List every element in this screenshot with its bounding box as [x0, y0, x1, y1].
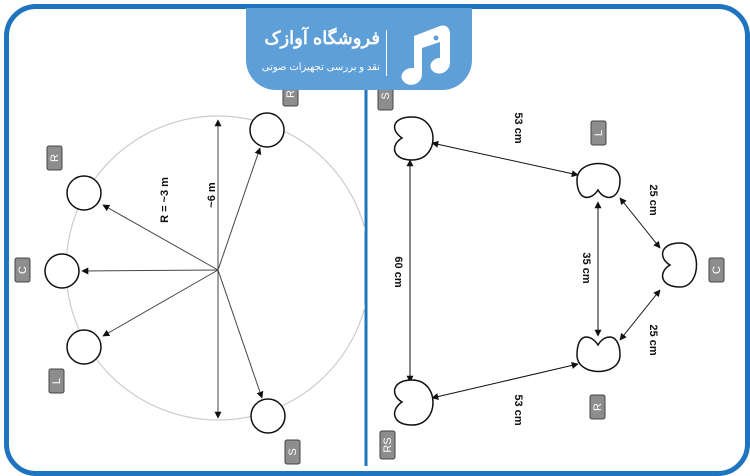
speaker-label: C — [17, 266, 29, 274]
distance-label: 60 cm — [392, 256, 404, 287]
frame-border — [4, 4, 750, 476]
logo: فروشگاه آوازک نقد و بررسی تجهیزات صوتی — [246, 8, 472, 90]
speaker-l — [66, 329, 102, 365]
speaker-c — [44, 253, 80, 289]
speaker-label: S — [287, 448, 299, 455]
distance-label: 25 cm — [647, 324, 659, 355]
right-diagram: S L C R RS 53 cm 25 cm 35 cm 60 cm 25 cm… — [377, 81, 725, 460]
speaker-label: L — [593, 130, 605, 136]
speaker-c — [661, 242, 698, 288]
speaker-rear-top — [249, 112, 285, 148]
speaker-r — [576, 336, 621, 373]
diameter-label: ~6 m — [206, 182, 218, 208]
left-diagram: R = ~3 m ~6 m R C L R S — [14, 81, 365, 465]
logo-separator — [386, 30, 387, 76]
speaker-label: C — [711, 266, 723, 274]
logo-subtitle: نقد و بررسی تجهیزات صوتی — [261, 62, 380, 73]
speaker-rs — [393, 379, 434, 426]
speaker-s — [393, 116, 434, 161]
music-note-bird-icon — [401, 25, 450, 85]
distance-label: 25 cm — [647, 184, 659, 215]
speaker-r — [66, 175, 102, 211]
speaker-label: R — [49, 154, 61, 162]
distance-label: 53 cm — [512, 394, 524, 425]
speaker-l — [576, 162, 621, 199]
speaker-label: RS — [382, 437, 394, 452]
speaker-label: S — [380, 92, 392, 99]
speaker-rear-bottom — [250, 398, 286, 434]
distance-label: 35 cm — [580, 252, 592, 283]
distance-label: 53 cm — [512, 112, 524, 143]
speaker-label: R — [285, 90, 297, 98]
radius-label: R = ~3 m — [159, 177, 171, 223]
speaker-label: R — [592, 403, 604, 411]
logo-title: فروشگاه آوازک — [264, 28, 380, 48]
speaker-label: L — [51, 378, 63, 384]
